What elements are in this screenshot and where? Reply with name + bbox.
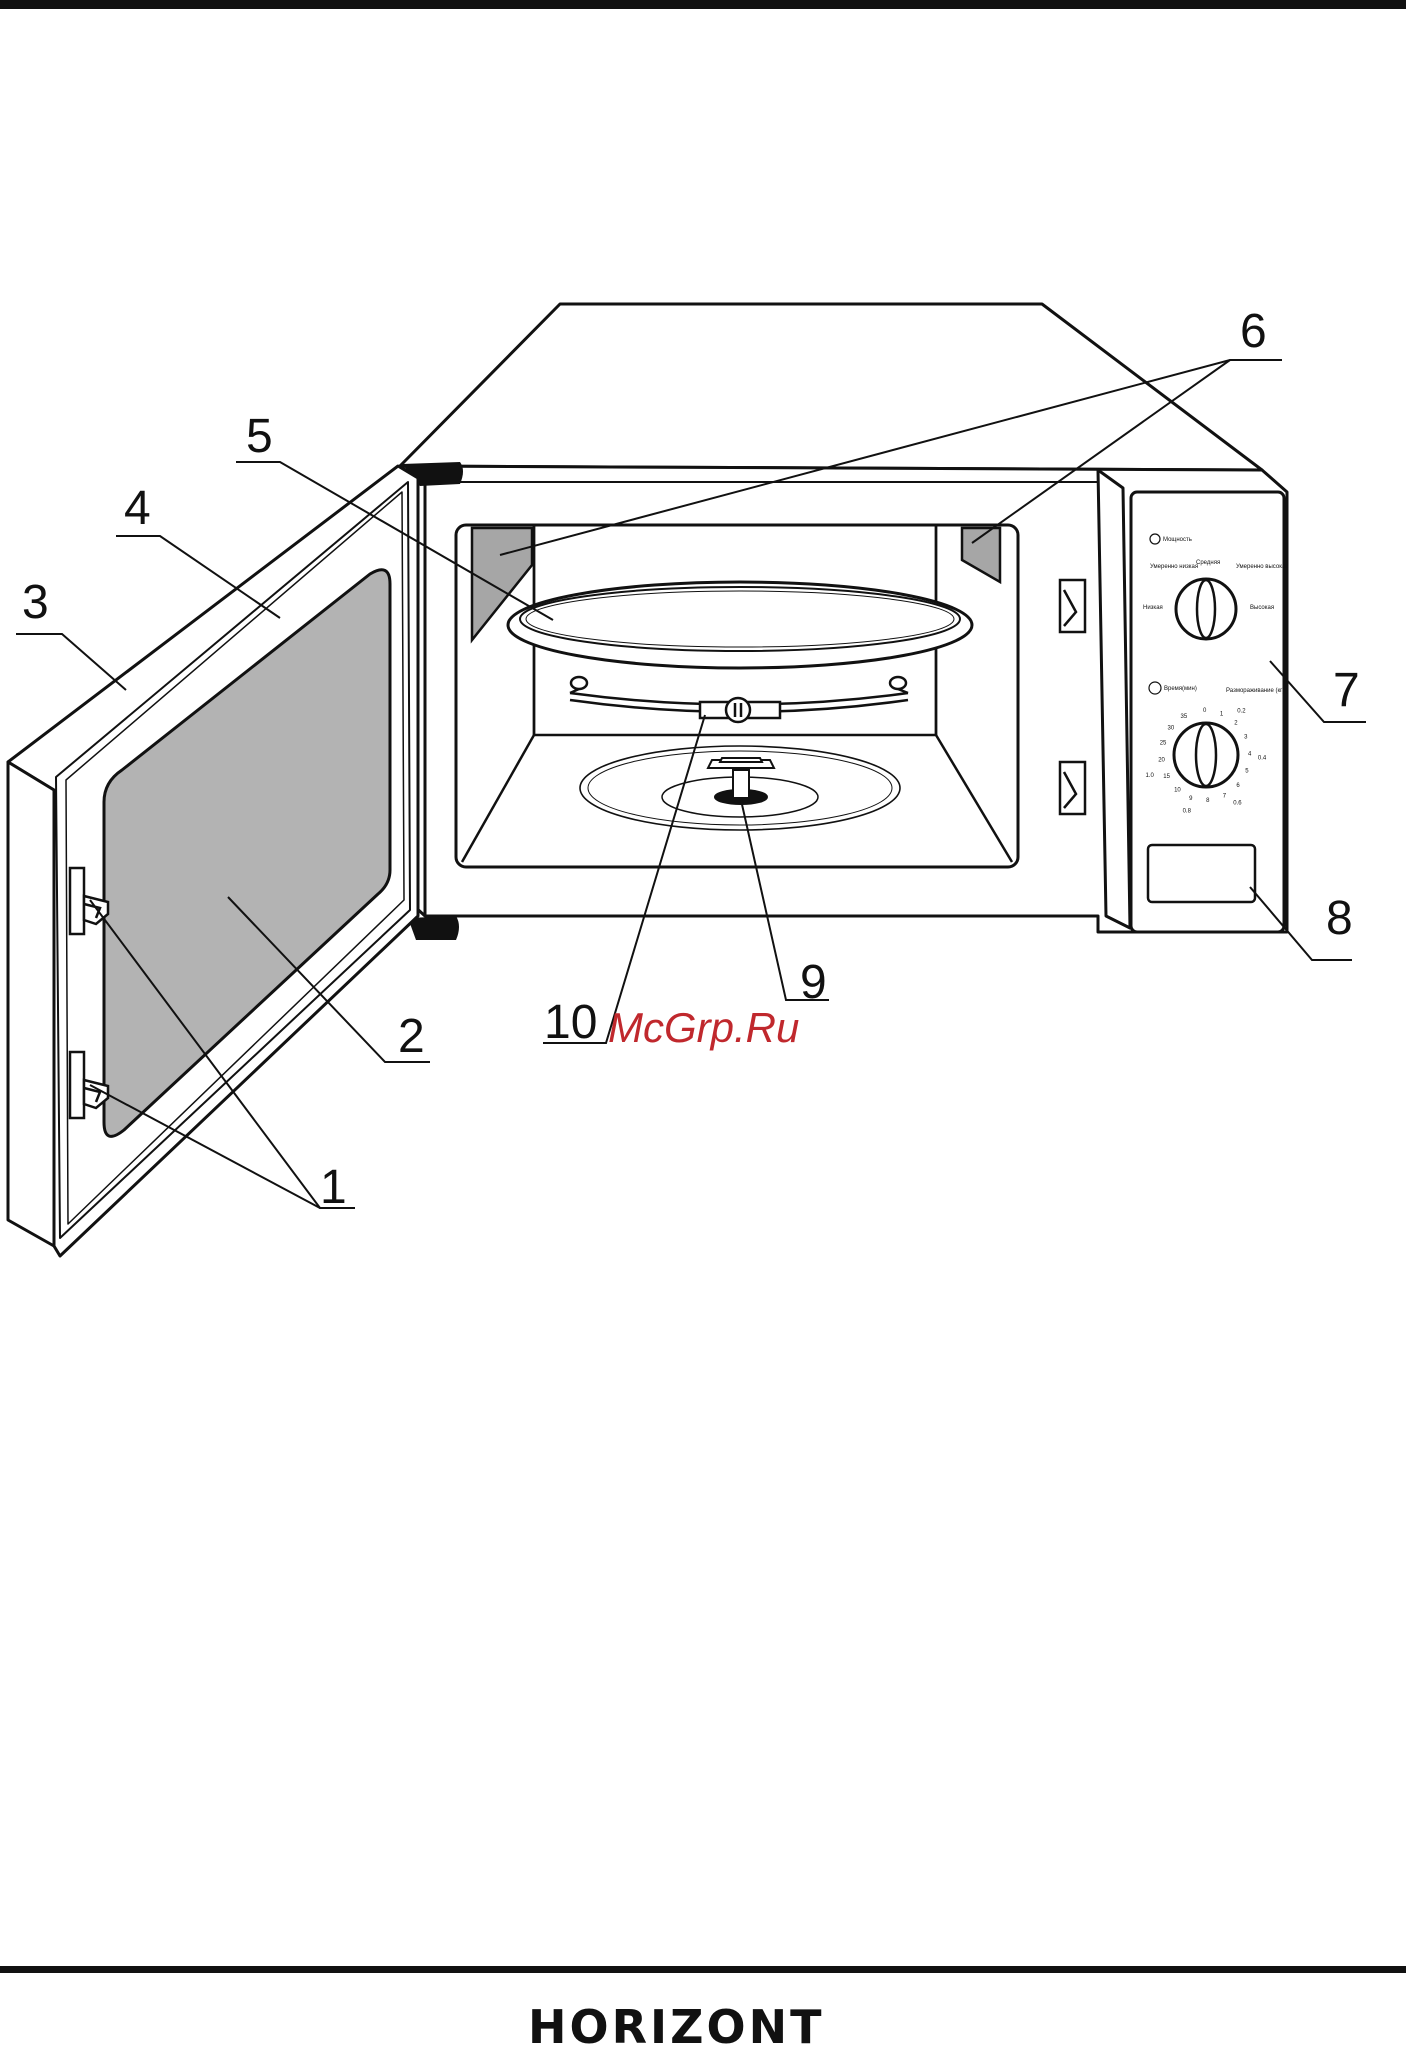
bottom-rule [0,1966,1406,1973]
power-title: Мощность [1163,537,1192,543]
power-icon [1150,534,1160,544]
weight-tick: 0.4 [1258,756,1267,762]
time-tick: 15 [1163,774,1170,780]
timer-knob [1174,723,1238,787]
top-rule [0,0,1406,9]
power-knob [1176,579,1236,639]
weight-tick: 0.8 [1183,808,1192,814]
power-low-label: Низкая [1143,605,1163,611]
weight-tick: 0.2 [1237,709,1246,715]
callout-3: 3 [22,576,49,629]
time-tick: 30 [1168,725,1175,731]
callout-8: 8 [1326,892,1353,945]
time-tick: 35 [1181,714,1188,720]
display-window [1148,845,1255,902]
time-tick: 10 [1174,788,1181,794]
time-tick: 20 [1158,758,1165,764]
oven-cavity [456,525,1018,867]
oven-door [8,466,418,1256]
callout-5: 5 [246,410,273,463]
callout-6: 6 [1240,305,1267,358]
weight-tick: 0.6 [1233,801,1242,807]
power-low-mid-label: Умеренно низкая [1150,564,1198,570]
brand-logo: HORIZONT [528,2000,824,2054]
callout-2: 2 [398,1010,425,1063]
time-title: Время(мин) [1164,686,1197,692]
callout-4: 4 [124,482,151,535]
callout-10: 10 [544,996,597,1049]
watermark: McGrp.Ru [608,1004,799,1051]
glass-tray [508,582,972,668]
power-mid-label: Средняя [1196,560,1220,566]
weight-tick: 1.0 [1146,773,1155,779]
callout-1: 1 [320,1161,347,1214]
callout-7: 7 [1333,664,1360,717]
callout-9: 9 [800,956,827,1009]
clock-icon [1149,682,1161,694]
defrost-title: Размораживание (кг) [1226,688,1284,694]
power-high-mid-label: Умеренно высокая [1236,564,1289,570]
power-high-label: Высокая [1250,605,1274,611]
time-tick: 25 [1160,741,1167,747]
